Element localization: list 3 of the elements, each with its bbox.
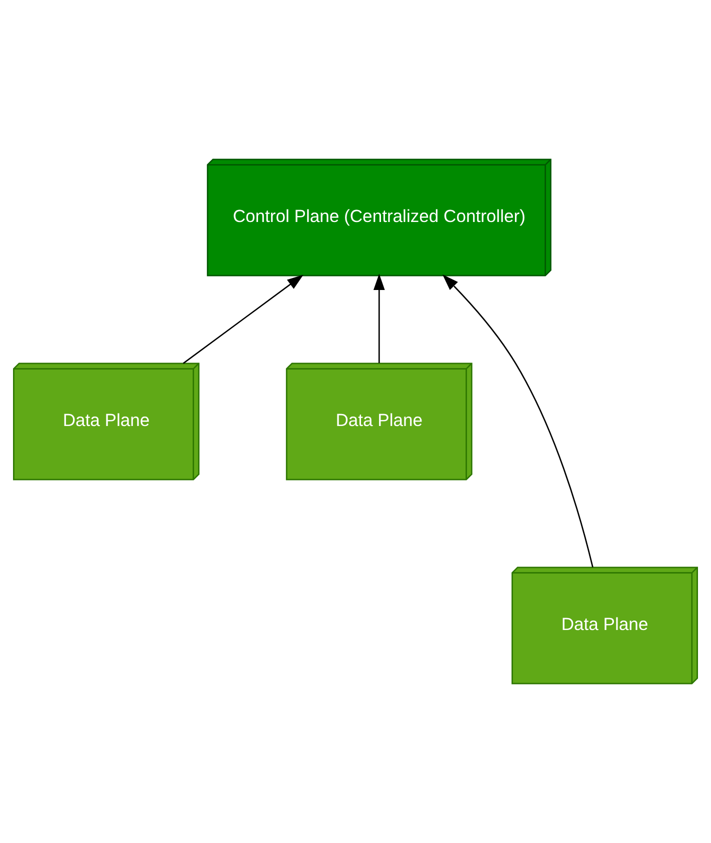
arrow [373, 274, 385, 363]
arrow [182, 274, 304, 364]
arrow [442, 274, 594, 568]
